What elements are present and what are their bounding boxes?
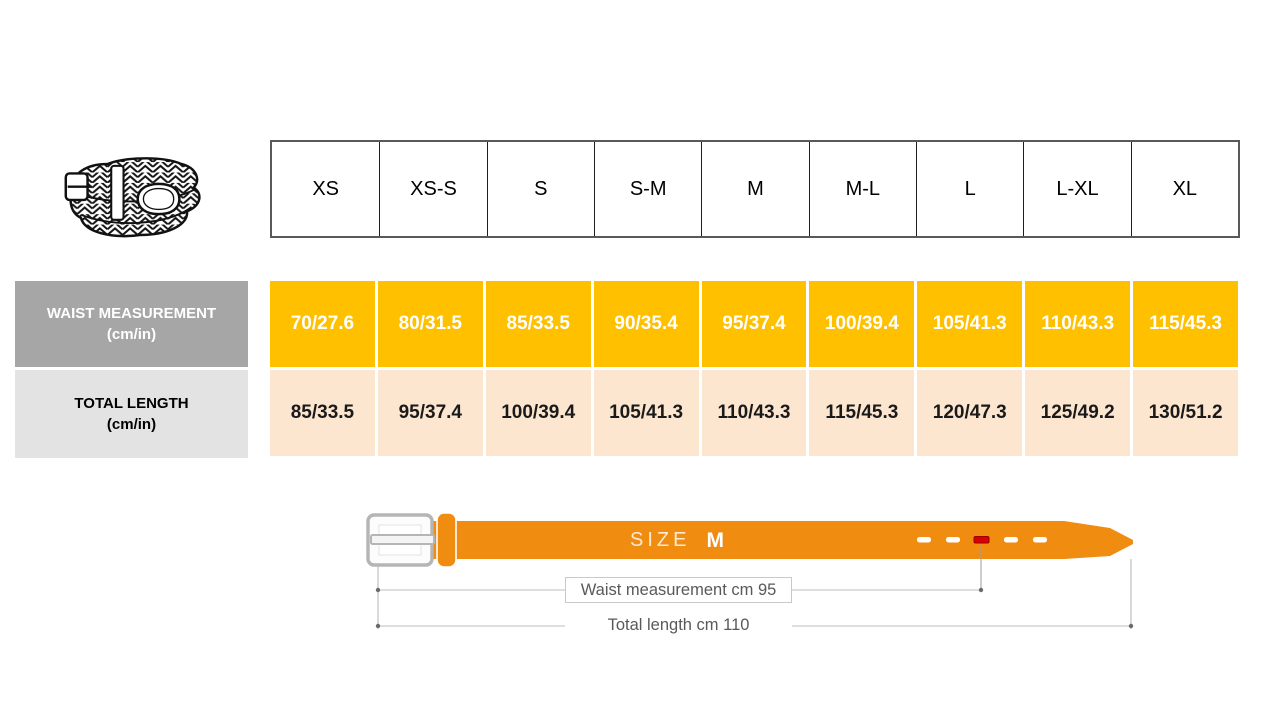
waist-row-label: WAIST MEASUREMENT (cm/in) [15,281,248,367]
size-header-cell: S [486,142,594,236]
length-value-cell: 105/41.3 [593,370,699,456]
length-label-text: TOTAL LENGTH [74,395,189,412]
size-header-cell: M-L [808,142,916,236]
waist-value-cell: 100/39.4 [809,281,915,367]
size-value: M [706,528,724,552]
waist-annotation-box: Waist measurement cm 95 [565,577,792,603]
belt-measurement-diagram [366,512,1134,629]
waist-value-cell: 80/31.5 [377,281,483,367]
size-header-cell: XL [1130,142,1238,236]
waist-value-cell: 115/45.3 [1133,281,1238,367]
size-header-cell: L-XL [1023,142,1130,236]
waist-value-cell: 85/33.5 [485,281,591,367]
length-value-cell: 125/49.2 [1025,370,1131,456]
size-header-cell: XS [312,177,339,200]
waist-value-cell: 90/35.4 [593,281,699,367]
size-header-cell: S-M [594,142,701,236]
length-value-cell: 95/37.4 [377,370,483,456]
waist-value-cell: 95/37.4 [701,281,807,367]
size-header-cell: L [916,142,1023,236]
waist-value-cell: 70/27.6 [270,281,375,367]
length-annotation-text: Total length cm 110 [607,615,750,634]
belt-size-text: SIZE M [630,527,724,554]
waist-label-unit: (cm/in) [106,326,157,343]
belt-keeper [436,512,457,568]
waist-value-cell: 105/41.3 [917,281,1023,367]
size-header-cell: M [701,142,808,236]
selected-hole-marker [973,536,990,544]
length-value-cell: 85/33.5 [270,370,375,456]
length-annotation: Total length cm 110 [565,612,792,638]
waist-value-cell: 110/43.3 [1025,281,1131,367]
length-value-cell: 115/45.3 [809,370,915,456]
length-value-cell: 100/39.4 [485,370,591,456]
braided-belt-icon [64,157,201,238]
waist-label-text: WAIST MEASUREMENT [46,305,217,322]
size-word: SIZE [630,529,691,551]
length-value-cell: 130/51.2 [1133,370,1238,456]
buckle-prong [370,534,435,545]
belt-strap [424,521,1065,559]
waist-annotation-text: Waist measurement cm 95 [580,580,777,599]
length-label-unit: (cm/in) [106,416,157,433]
size-header-cell: XS-S [379,142,486,236]
length-row-label: TOTAL LENGTH (cm/in) [15,370,248,458]
length-value-cell: 120/47.3 [917,370,1023,456]
belt-tip [1064,521,1133,559]
length-value-cell: 110/43.3 [701,370,807,456]
